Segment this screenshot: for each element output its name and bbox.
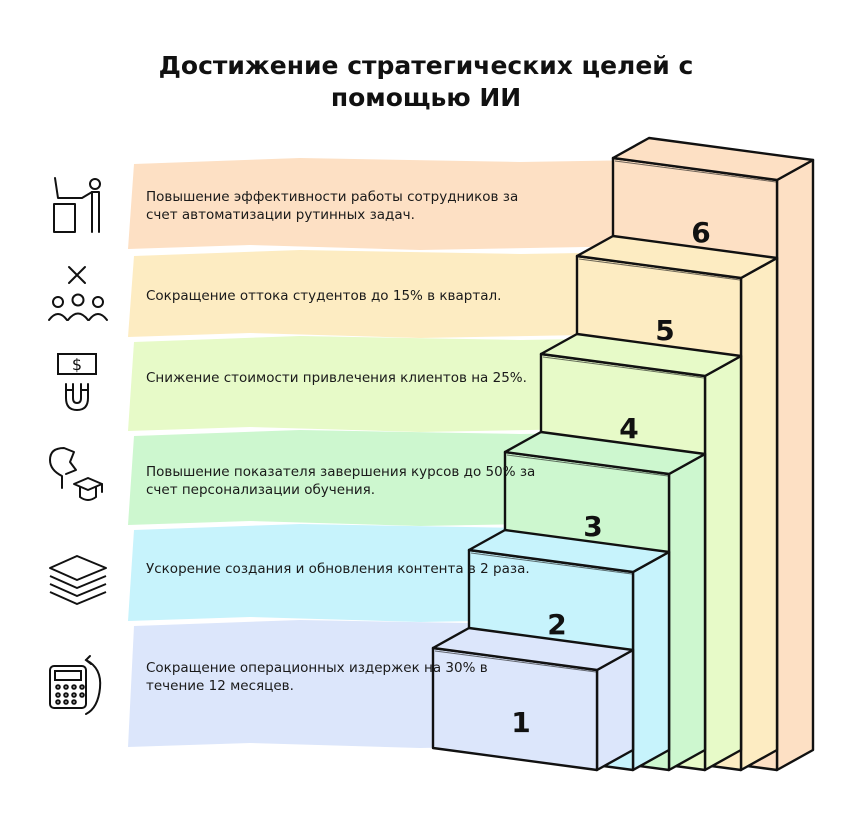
band-goal-5 — [128, 250, 640, 338]
step-sketch-line — [434, 650, 597, 673]
step-sketch-line — [614, 160, 777, 183]
title-line-1: Достижение стратегических целей с — [158, 51, 694, 80]
step-number: 6 — [691, 216, 710, 249]
goal-6-text: Повышение эффективности работы сотрудник… — [146, 189, 519, 223]
goal-5-text: Сокращение оттока студентов до 15% в ква… — [146, 288, 502, 304]
content-layers-icon — [49, 555, 107, 605]
step-side-face — [703, 354, 743, 772]
step-side-face — [775, 158, 815, 772]
head-graduation-cap-icon — [49, 447, 103, 501]
band-goal-6 — [128, 158, 640, 250]
step-number: 1 — [511, 706, 530, 739]
step-number: 4 — [619, 412, 638, 445]
step-number: 5 — [655, 314, 674, 347]
step-side-face — [631, 550, 671, 772]
step-side-face — [667, 452, 707, 772]
step-1: 1 — [431, 626, 635, 772]
band-goal-4 — [128, 336, 640, 432]
step-top-face — [431, 626, 635, 672]
page-title: Достижение стратегических целей с помощь… — [0, 50, 852, 114]
step-sketch-line — [542, 356, 705, 379]
people-leaving-icon — [48, 266, 108, 321]
goal-4-text: Снижение стоимости привлечения клиентов … — [146, 370, 527, 386]
svg-text:$: $ — [72, 355, 82, 374]
step-side-face — [739, 256, 779, 772]
step-sketch-line — [470, 552, 633, 575]
step-top-face — [467, 528, 671, 574]
step-sketch-line — [506, 454, 669, 477]
calculator-cycle-icon — [49, 655, 102, 715]
goal-1-text: Сокращение операционных издержек на 30% … — [146, 660, 488, 694]
step-top-face — [503, 430, 707, 476]
goal-3-text: Повышение показателя завершения курсов д… — [146, 464, 536, 498]
step-sketch-line — [578, 258, 741, 281]
step-top-face — [539, 332, 743, 378]
step-number: 2 — [547, 608, 566, 641]
worker-at-desk-icon — [53, 177, 101, 233]
step-top-face — [611, 136, 815, 182]
money-magnet-icon: $ — [57, 353, 97, 412]
goal-2-text: Ускорение создания и обновления контента… — [146, 561, 530, 577]
step-number: 3 — [583, 510, 602, 543]
step-top-face — [575, 234, 779, 280]
staircase: 6 5 4 3 2 1 — [431, 136, 815, 772]
icons: $ — [48, 177, 108, 715]
title-line-2: помощью ИИ — [330, 83, 522, 112]
